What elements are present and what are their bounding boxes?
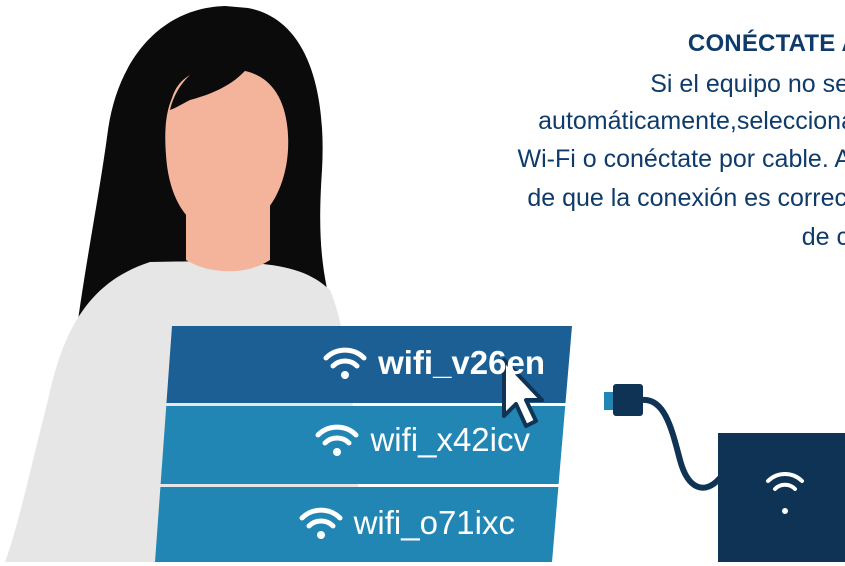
instructions-text: CONÉCTATE A Si el equipo no se automátic… — [0, 0, 845, 260]
network-item[interactable]: wifi_x42icv — [275, 421, 530, 459]
wifi-icon — [315, 424, 359, 456]
mouse-pointer-icon — [502, 358, 544, 428]
wifi-icon — [323, 347, 367, 379]
cable — [639, 396, 723, 491]
wifi-icon — [299, 507, 343, 539]
router-wifi-icon — [718, 433, 845, 562]
network-name: wifi_v26en — [378, 344, 545, 381]
wifi-network-list: wifi_v26en wifi_x42icv wifi_o71ixc — [155, 326, 575, 566]
network-name: wifi_o71ixc — [353, 504, 515, 541]
instructions-line: automáticamente,selecciona — [538, 107, 845, 135]
instructions-line: Si el equipo no se — [650, 70, 845, 98]
face — [165, 68, 289, 232]
network-name: wifi_x42icv — [370, 421, 530, 458]
network-item-selected[interactable]: wifi_v26en — [305, 344, 545, 382]
network-row[interactable] — [150, 406, 580, 484]
ethernet-plug-icon — [604, 384, 723, 491]
instructions-line: de que la conexión es correc — [527, 184, 845, 212]
instructions-line: Wi-Fi o conéctate por cable. A — [517, 145, 845, 173]
network-row[interactable] — [150, 487, 580, 562]
instructions-line: de c — [801, 223, 845, 251]
network-item[interactable]: wifi_o71ixc — [265, 504, 515, 542]
instructions-title: CONÉCTATE A — [687, 30, 845, 57]
hair-fringe — [170, 59, 252, 110]
